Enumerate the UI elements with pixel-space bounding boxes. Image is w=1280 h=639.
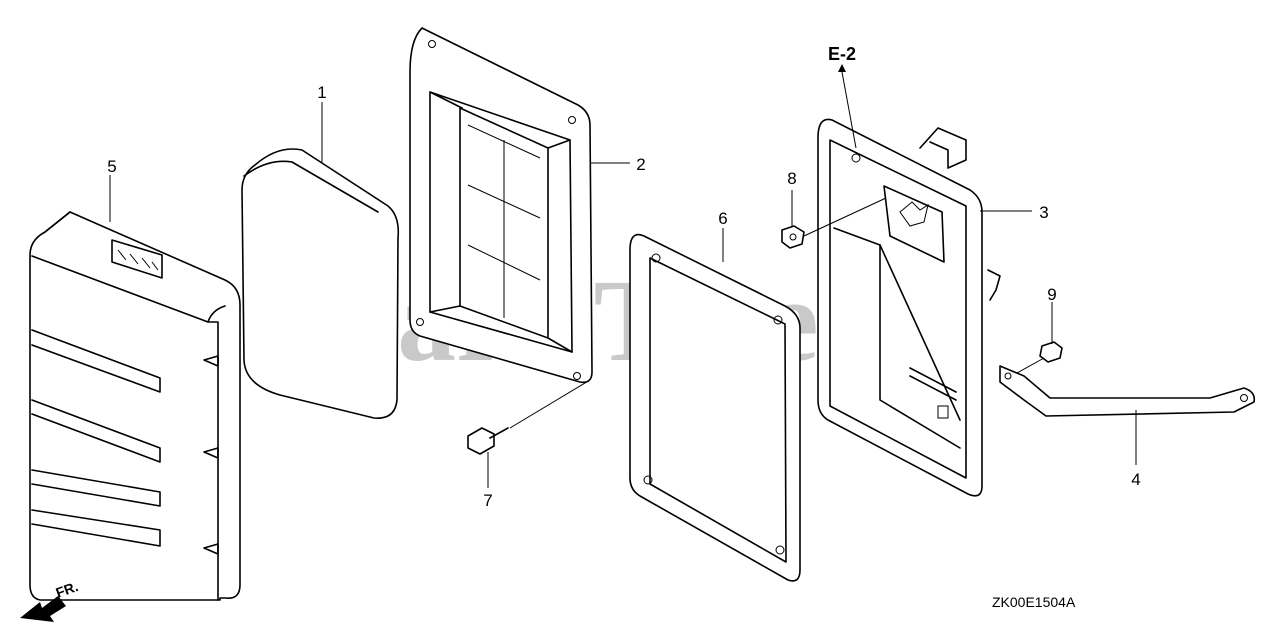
part-2-element-case[interactable] <box>409 27 593 384</box>
callout-9: 9 <box>1047 285 1056 304</box>
front-direction-indicator: FR. <box>20 578 80 622</box>
front-label: FR. <box>54 578 81 601</box>
callout-6: 6 <box>718 209 727 228</box>
callout-7: 7 <box>483 491 492 510</box>
part-4-stay-bracket[interactable] <box>999 365 1256 417</box>
part-5-air-cleaner-cover[interactable] <box>29 211 241 601</box>
reference-label: E-2 <box>828 44 856 64</box>
leader-lines <box>109 64 1137 488</box>
callout-numbers: 1 2 3 4 5 6 7 8 9 <box>107 83 1140 510</box>
part-7-bolt[interactable] <box>467 379 591 455</box>
callout-4: 4 <box>1131 470 1140 489</box>
drawing-code: ZK00E1504A <box>992 594 1076 610</box>
part-1-foam-element[interactable] <box>241 148 400 419</box>
callout-8: 8 <box>787 169 796 188</box>
callout-3: 3 <box>1039 203 1048 222</box>
callout-1: 1 <box>317 83 326 102</box>
part-8-nut[interactable] <box>781 197 887 249</box>
part-6-gasket[interactable] <box>629 233 801 582</box>
part-3-air-cleaner-base[interactable] <box>817 118 1001 497</box>
callout-5: 5 <box>107 157 116 176</box>
front-arrow-icon <box>20 596 66 622</box>
callout-2: 2 <box>636 155 645 174</box>
